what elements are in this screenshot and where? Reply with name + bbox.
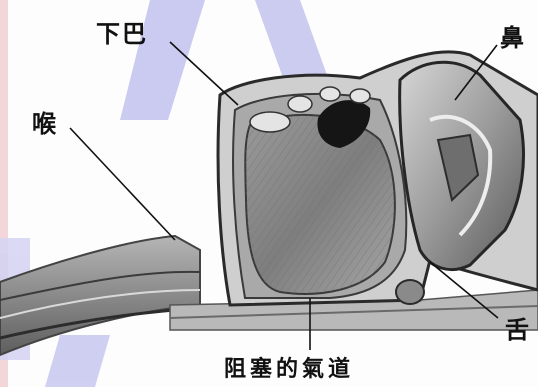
caption-obstructed-airway: 阻塞的氣道 <box>224 351 354 383</box>
label-throat: 喉 <box>32 104 56 139</box>
label-jaw: 下巴 <box>96 14 148 49</box>
label-tongue: 舌 <box>505 310 529 345</box>
chin-node <box>396 280 424 304</box>
label-nose: 鼻 <box>500 18 524 53</box>
